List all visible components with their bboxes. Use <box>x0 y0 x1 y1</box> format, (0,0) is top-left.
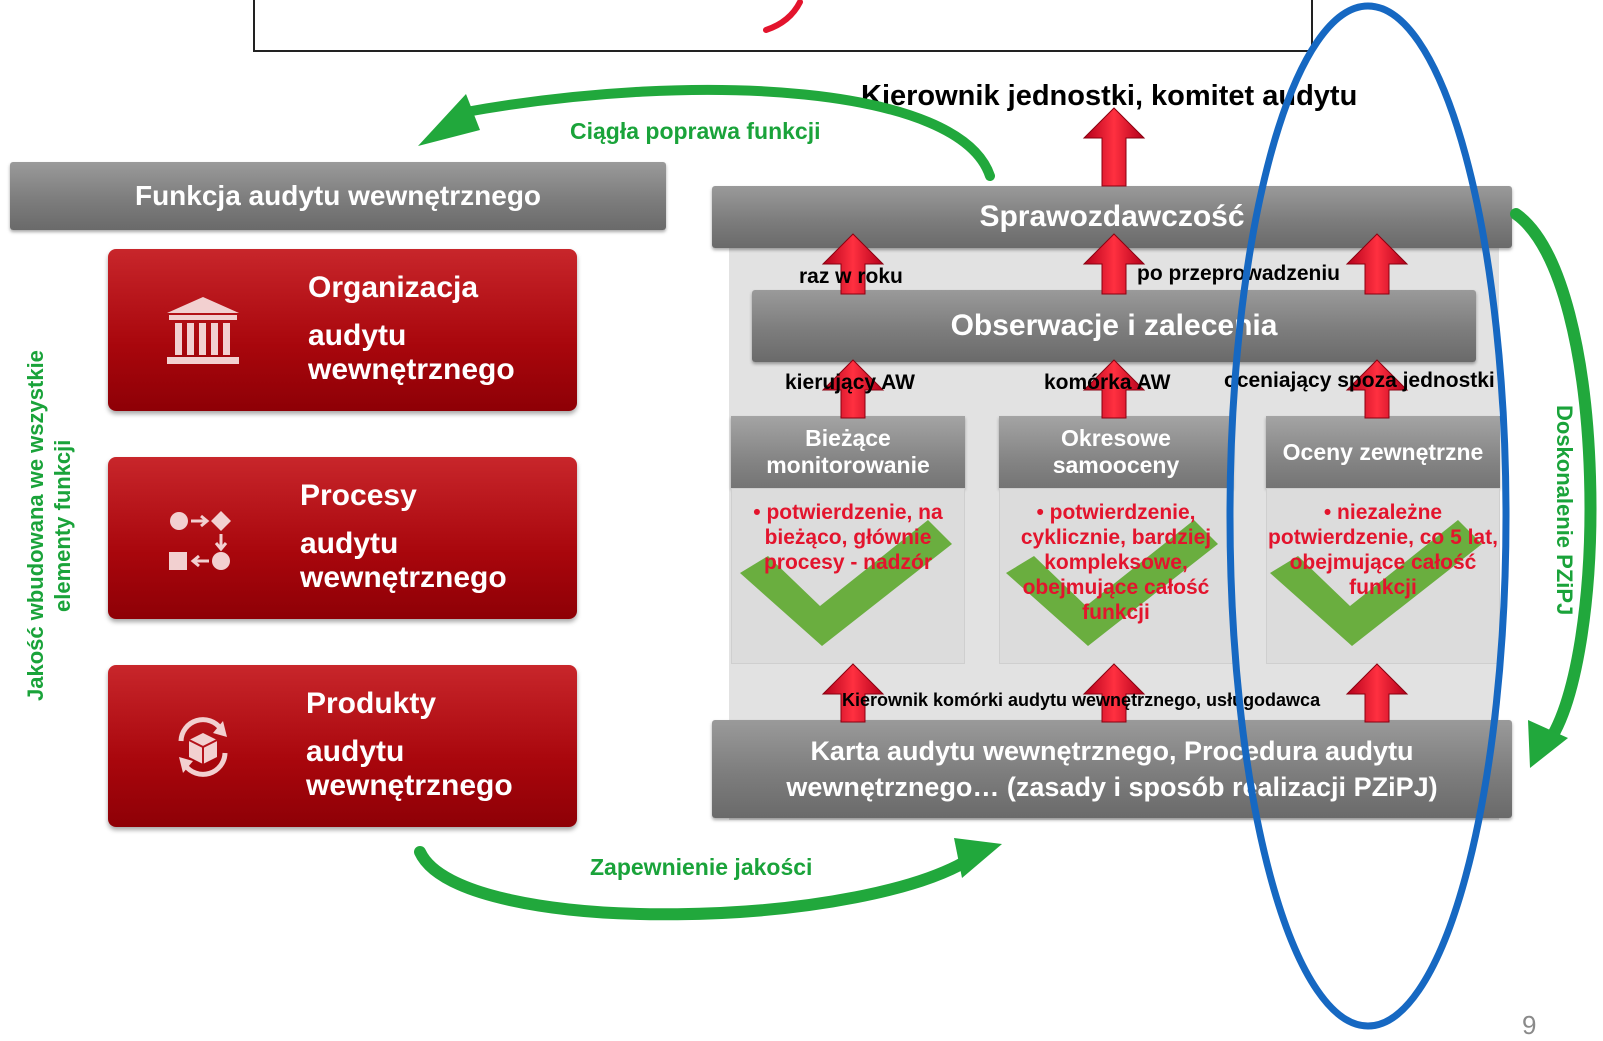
label-oceniajacy: oceniający spoza jednostki <box>1224 369 1495 392</box>
kierownik-jednostki-label: Kierownik jednostki, komitet audytu <box>861 80 1358 112</box>
card-title: Organizacja <box>308 271 479 304</box>
check-icon <box>1270 520 1482 646</box>
check-icon <box>1006 520 1218 646</box>
check-icon <box>740 520 952 646</box>
card-title: Procesy <box>300 479 417 512</box>
function-header: Funkcja audytu wewnętrznego <box>10 162 666 230</box>
arrow-up-icon <box>1345 663 1409 723</box>
label-kierownik-komorki: Kierownik komórki audytu wewnętrznego, u… <box>842 690 1321 710</box>
process-flow-icon <box>169 511 231 570</box>
card-subtitle: audytu wewnętrznego <box>306 735 513 802</box>
card-subtitle: audytu wewnętrznego <box>308 319 515 386</box>
arrow-up-icon <box>821 233 885 295</box>
card-subtitle: audytu wewnętrznego <box>300 527 507 594</box>
label-po-przeprowadzeniu: po przeprowadzeniu <box>1137 262 1341 285</box>
arrow-head-icon <box>954 838 1002 878</box>
ciagla-poprawa-label: Ciągła poprawa funkcji <box>570 118 821 144</box>
column-head-oceny: Oceny zewnętrzne <box>1266 416 1500 488</box>
top-frame-box <box>253 0 1313 52</box>
arrow-head-icon <box>1528 720 1568 768</box>
card-organizacja: Organizacja audytu wewnętrznego <box>108 249 577 411</box>
arrow-up-icon <box>1345 233 1409 295</box>
label-kierujacy: kierujący AW <box>785 371 915 394</box>
arrow-up-icon <box>1082 107 1146 187</box>
building-icon <box>167 297 239 364</box>
arrow-head-icon <box>418 94 480 146</box>
karta-bar: Karta audytu wewnętrznego, Procedura aud… <box>712 720 1512 818</box>
column-text-okresowe: • potwierdzenie, cyklicznie, bardziej ko… <box>1020 501 1212 624</box>
label-komorka: komórka AW <box>1044 371 1171 394</box>
arrow-up-icon <box>1082 663 1146 723</box>
arrow-up-icon <box>1082 233 1146 295</box>
right-vertical-label: Doskonalenie PZiPJ <box>1552 404 1577 616</box>
product-cycle-icon <box>178 717 228 777</box>
column-text-biezace: • potwierdzenie, na bieżąco, głównie pro… <box>753 501 943 574</box>
column-text-oceny: • niezależne potwierdzenie, co 5 lat, ob… <box>1268 501 1498 599</box>
obserwacje-bar: Obserwacje i zalecenia <box>752 290 1476 362</box>
arrow-up-icon <box>1082 359 1146 419</box>
arrow-up-icon <box>821 663 885 723</box>
label-raz-w-roku: raz w roku <box>799 265 903 288</box>
column-head-biezace: Bieżące monitorowanie <box>731 416 965 488</box>
page-number: 9 <box>1522 1010 1537 1040</box>
zapewnienie-jakosci-label: Zapewnienie jakości <box>590 854 813 880</box>
arrow-up-icon <box>821 359 885 419</box>
card-title: Produkty <box>306 687 437 720</box>
card-produkty: Produkty audytu wewnętrznego <box>108 665 577 827</box>
card-procesy: Procesy audytu wewnętrznego <box>108 457 577 619</box>
column-head-okresowe: Okresowe samooceny <box>999 416 1233 488</box>
karta-text: Karta audytu wewnętrznego, Procedura aud… <box>786 736 1438 802</box>
arrow-up-icon <box>1345 359 1409 419</box>
